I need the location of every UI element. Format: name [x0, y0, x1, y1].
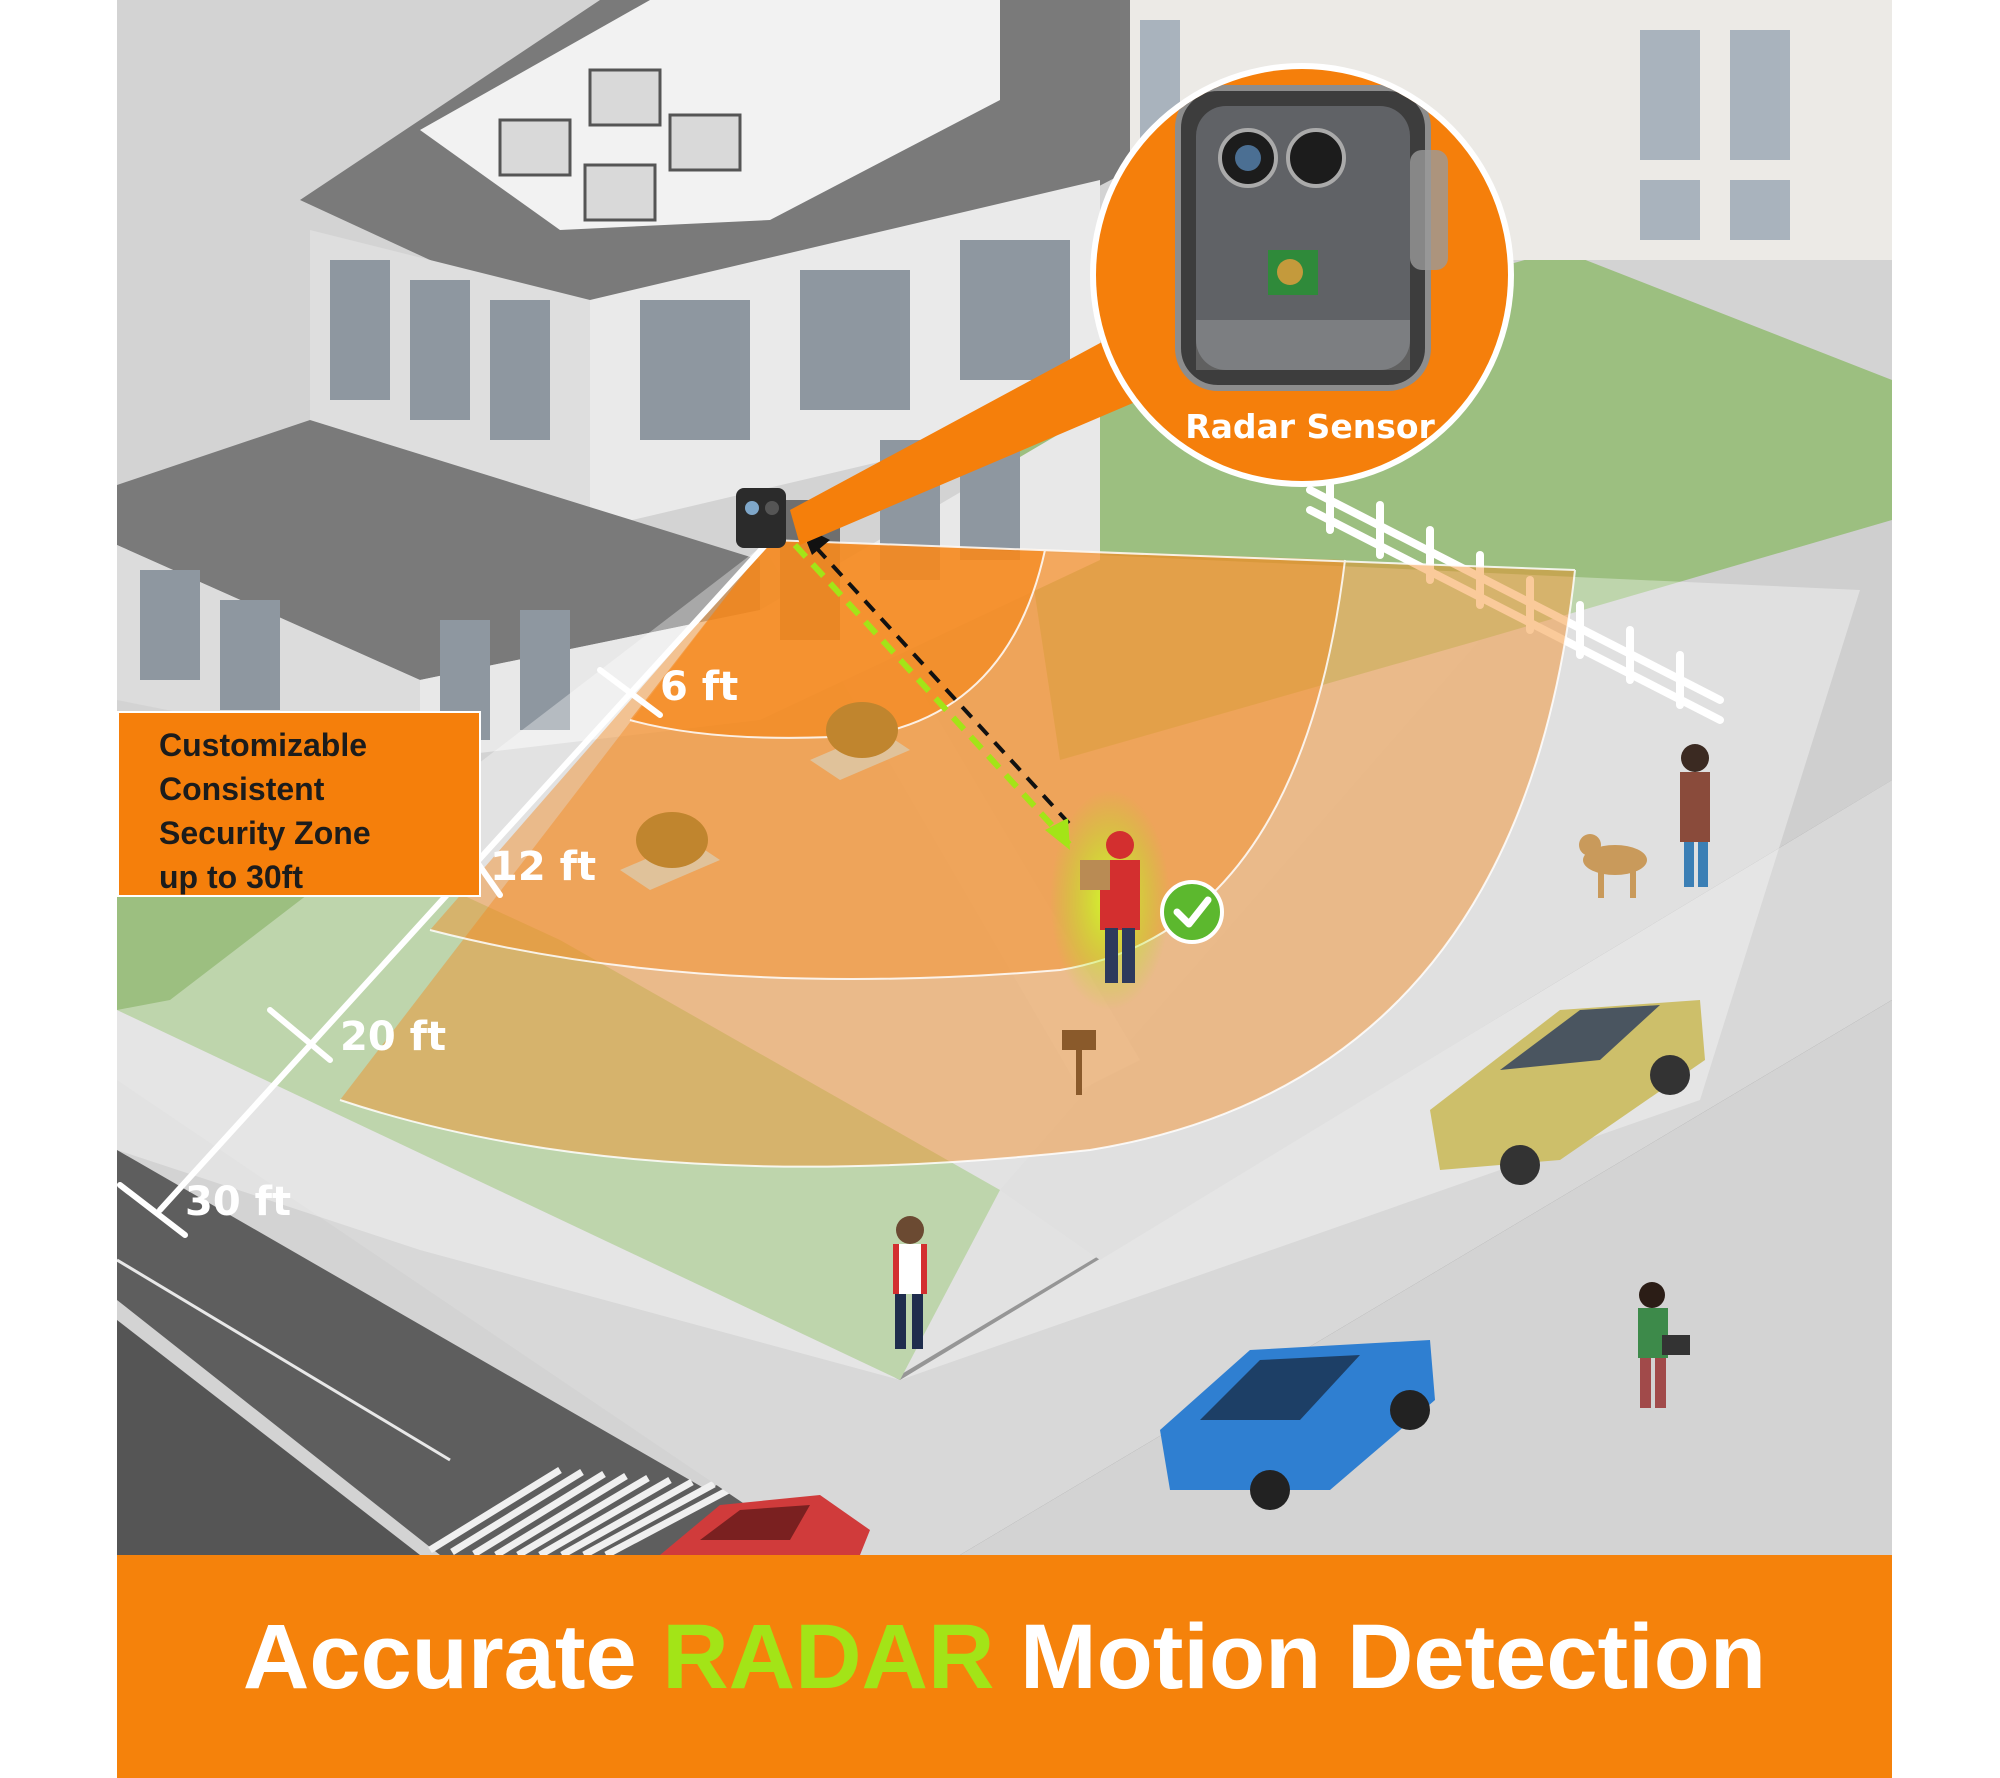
- zone-text-line: Consistent: [159, 771, 325, 807]
- headline-banner: Accurate RADAR Motion Detection: [117, 1555, 1892, 1778]
- camera-field-of-view: [117, 540, 1860, 1380]
- zone-text-line: Customizable: [159, 727, 368, 763]
- blue-car: [1160, 1340, 1435, 1510]
- zone-text-line: Security Zone: [159, 815, 371, 851]
- yellow-car: [1430, 1000, 1705, 1185]
- security-zone-label-box: Customizable Consistent Security Zone up…: [117, 711, 481, 897]
- radar-zone-30ft: [340, 540, 1575, 1167]
- side-road: [117, 1080, 820, 1555]
- pedestrian-woman: [1638, 1282, 1690, 1408]
- sidewalk: [117, 780, 1892, 1555]
- red-car: [660, 1495, 870, 1555]
- road-lane-line: [117, 1258, 451, 1462]
- distance-label-20ft: 20 ft: [340, 1014, 446, 1060]
- headline-title: Accurate RADAR Motion Detection: [117, 1605, 1892, 1710]
- radar-sensor-callout: Radar Sensor: [1090, 63, 1514, 487]
- rooftop-ac-units: [498, 68, 742, 222]
- planter-bush: [810, 702, 910, 780]
- crosswalk: [428, 1467, 738, 1555]
- distance-label-30ft: 30 ft: [185, 1179, 291, 1225]
- planter-bush: [620, 812, 720, 890]
- house-upper-windows: [330, 240, 1070, 440]
- callout-connector: [790, 335, 1140, 545]
- house-lower-wall-side: [420, 410, 1100, 760]
- headline-part-1: Accurate: [242, 1606, 663, 1708]
- headline-part-2: Motion Detection: [994, 1606, 1767, 1708]
- picket-fence: [1306, 476, 1724, 724]
- check-circle-icon: [1160, 880, 1224, 944]
- pedestrian-man: [893, 1216, 927, 1349]
- side-road-lower: [117, 1320, 420, 1555]
- front-lawn-left: [117, 880, 1000, 1380]
- detection-arrow: [792, 542, 1073, 848]
- radar-zone-6ft: [630, 540, 1045, 738]
- zone-text-line: up to 30ft: [159, 859, 303, 895]
- detection-arrow-return: [798, 528, 1077, 832]
- security-camera-icon: [736, 488, 786, 548]
- woman-walking-dog: [1579, 744, 1710, 898]
- headline-highlight: RADAR: [662, 1606, 995, 1708]
- distance-label-12ft: 12 ft: [490, 844, 596, 890]
- distance-label-6ft: 6 ft: [660, 664, 738, 710]
- delivery-person: [1080, 831, 1140, 983]
- radar-sensor-label: Radar Sensor: [1185, 407, 1435, 446]
- mailbox-icon: [1062, 1030, 1096, 1095]
- bg-building-windows: [1140, 20, 1790, 240]
- sidewalk-strip: [1000, 520, 1892, 1260]
